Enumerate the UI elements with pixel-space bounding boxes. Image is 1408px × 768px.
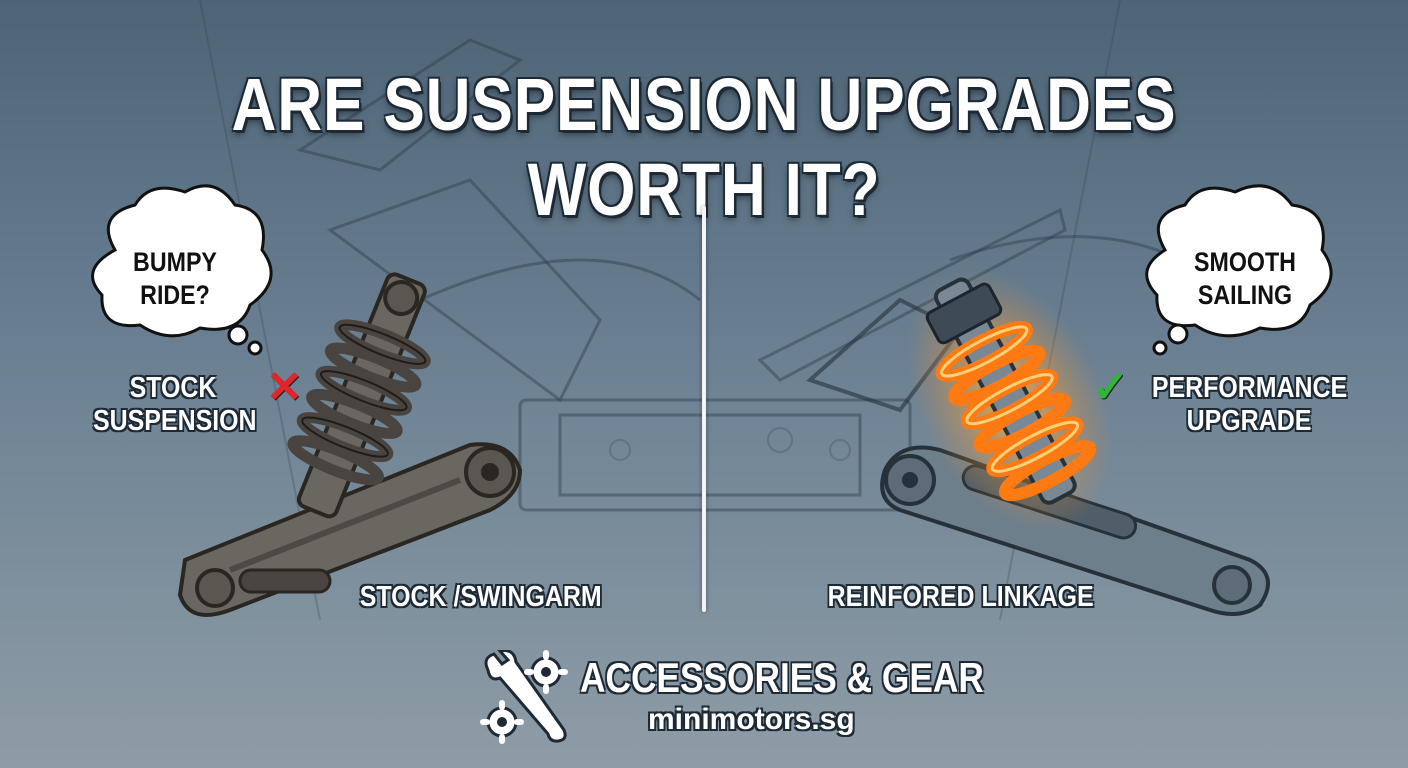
wrench-gears-icon	[480, 650, 568, 744]
thought-cloud-right	[1145, 184, 1333, 356]
brand-title: ACCESSORIES & GEAR	[580, 654, 984, 701]
center-divider	[702, 206, 706, 612]
stock-swingarm-caption: STOCK /SWINGARM	[359, 581, 602, 613]
performance-upgrade-label: PERFORMANCE UPGRADE	[1151, 372, 1348, 437]
performance-shock-absorber	[906, 269, 1114, 531]
cross-icon: ✕	[266, 363, 303, 412]
stock-shock-absorber	[287, 272, 431, 519]
stock-swingarm	[177, 442, 523, 617]
brand-url[interactable]: minimotors.sg	[648, 703, 855, 736]
check-icon: ✓	[1092, 363, 1129, 412]
thought-cloud-left	[91, 184, 273, 356]
thought-text-right: SMOOTH SAILING	[1194, 247, 1296, 310]
stock-suspension-label: STOCK SUSPENSION	[93, 372, 257, 437]
reinforced-linkage-caption: REINFORED LINKAGE	[827, 581, 1094, 613]
thought-text-left: BUMPY RIDE?	[133, 247, 217, 310]
